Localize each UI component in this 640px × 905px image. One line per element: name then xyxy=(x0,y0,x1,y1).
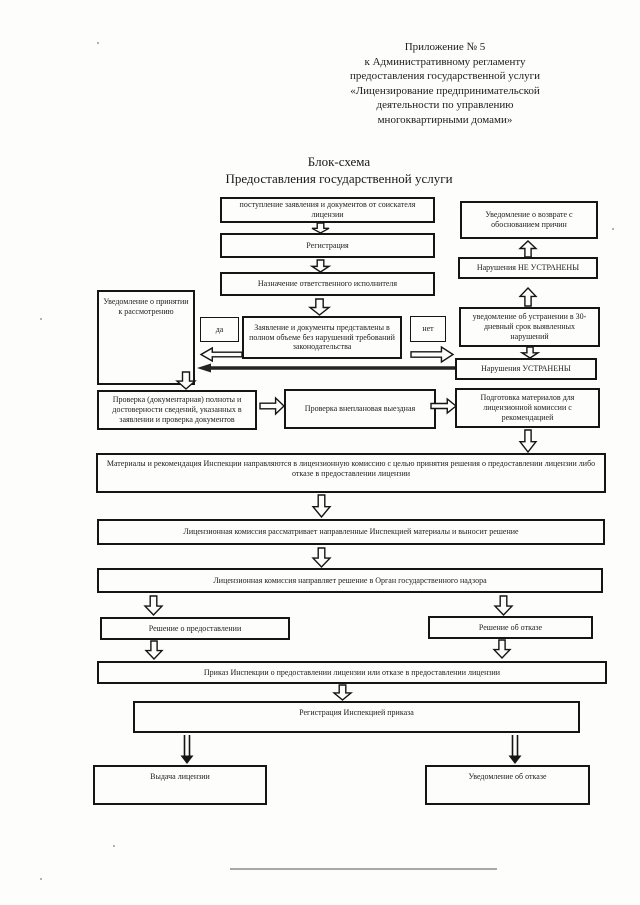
flow-arrow-down xyxy=(146,641,162,659)
node-application: поступление заявления и документов от со… xyxy=(220,197,435,223)
node-materials-prep: Подготовка материалов для лицензионной к… xyxy=(455,388,600,428)
scan-speck xyxy=(612,228,614,230)
flow-arrow-up xyxy=(520,241,536,257)
diagram-title-line1: Блок-схема xyxy=(307,154,371,169)
appendix-header: Приложение № 5 к Административному регла… xyxy=(320,40,570,127)
node-registration: Регистрация xyxy=(220,233,435,258)
flow-arrow-up xyxy=(520,288,536,306)
scan-fold-line xyxy=(230,868,497,870)
node-commission-review: Лицензионная комиссия рассматривает напр… xyxy=(97,519,605,545)
node-decision: Заявление и документы представлены в пол… xyxy=(242,316,402,359)
appendix-header-line: многоквартирными домами» xyxy=(377,113,513,126)
flow-arrow-right xyxy=(411,347,453,362)
node-license-issue: Выдача лицензии xyxy=(93,765,267,805)
flow-arrow-left xyxy=(201,348,242,361)
flow-arrow-down xyxy=(313,495,330,517)
node-yes: да xyxy=(200,317,239,342)
flow-arrow-down xyxy=(522,347,538,358)
appendix-header-line: Приложение № 5 xyxy=(404,41,486,53)
node-order: Приказ Инспекции о предоставлении лиценз… xyxy=(97,661,607,684)
diagram-title-line2: Предоставления государственной услуги xyxy=(225,170,453,186)
node-commission-send: Лицензионная комиссия направляет решение… xyxy=(97,568,603,593)
node-assign-executor: Назначение ответственного исполнителя xyxy=(220,272,435,296)
node-materials-sent: Материалы и рекомендация Инспекции напра… xyxy=(96,453,606,493)
flow-arrow-down xyxy=(312,260,329,272)
flow-arrow-down xyxy=(312,223,329,233)
diagram-title: Блок-схема Предоставления государственно… xyxy=(208,154,470,187)
flow-arrow-right xyxy=(260,398,284,414)
node-violations-fixed: Нарушения УСТРАНЕНЫ xyxy=(455,358,597,380)
flow-arrow-right xyxy=(431,399,456,413)
node-fix-notice: уведомление об устранении в 30- дневный … xyxy=(459,307,600,347)
flow-arrow-down xyxy=(313,548,330,567)
node-return-notice: Уведомление о возврате с обоснованием пр… xyxy=(460,201,598,239)
node-documentary-check: Проверка (документарная) полноты и досто… xyxy=(97,390,257,430)
node-acceptance-notice: Уведомление о принятии к рассмотрению xyxy=(97,290,195,385)
flow-arrow-down xyxy=(494,640,510,658)
node-no: нет xyxy=(410,316,446,342)
flow-arrow-down xyxy=(177,372,195,389)
appendix-header-line: «Лицензирование предпринимательской xyxy=(350,84,540,97)
node-refusal-decision: Решение об отказе xyxy=(428,616,593,639)
flow-connector-down xyxy=(180,735,194,764)
flow-arrow-down xyxy=(310,299,329,315)
flow-arrow-down xyxy=(520,430,536,452)
appendix-header-line: предоставления государственной услуги xyxy=(349,70,541,82)
scan-speck xyxy=(113,845,115,847)
flow-connector-down xyxy=(508,735,522,764)
node-order-registration: Регистрация Инспекцией приказа xyxy=(133,701,580,733)
node-grant-decision: Решение о предоставлении xyxy=(100,617,290,640)
scan-speck xyxy=(97,42,99,44)
flow-arrow-long-left xyxy=(197,363,455,373)
flow-arrow-down xyxy=(495,596,512,615)
flow-arrow-down xyxy=(334,685,351,700)
node-violations-not-fixed: Нарушения НЕ УСТРАНЕНЫ xyxy=(458,257,598,279)
scan-speck xyxy=(40,878,42,880)
flow-arrow-down xyxy=(145,596,162,615)
node-refusal-notice: Уведомление об отказе xyxy=(425,765,590,805)
appendix-header-line: к Административному регламенту xyxy=(364,55,526,68)
node-onsite-check: Проверка внеплановая выездная xyxy=(284,389,436,429)
appendix-header-line: деятельности по управлению xyxy=(376,99,514,111)
scan-speck xyxy=(40,318,42,320)
